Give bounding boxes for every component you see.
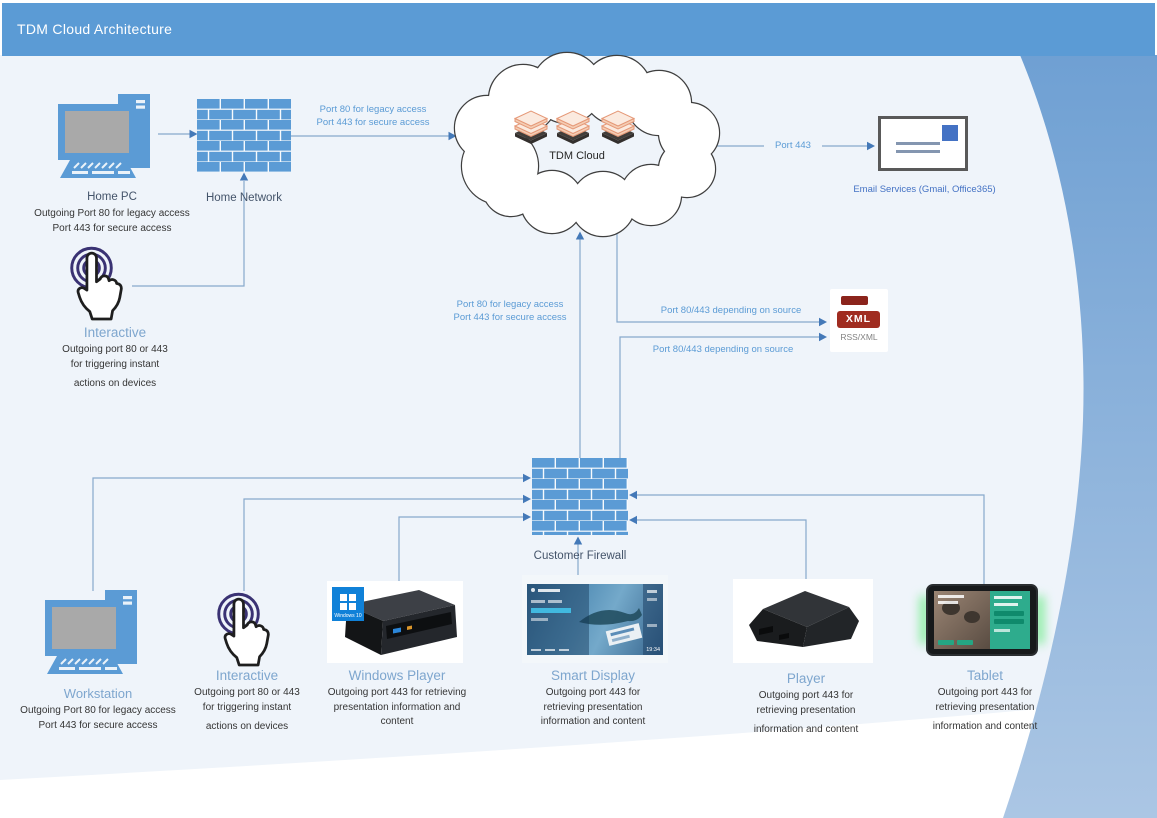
- windows-logo-icon: [340, 594, 347, 601]
- tablet-green-panel: [989, 591, 1030, 649]
- edge-interactive-to-homenetwork: [132, 181, 245, 287]
- cloud-icon: [453, 51, 721, 238]
- email-label: Email Services (Gmail, Office365): [853, 184, 996, 195]
- email-icon: [878, 116, 968, 171]
- tablet-screen: [934, 591, 1030, 649]
- interactive-top-label: Interactive: [83, 325, 147, 340]
- interactive-top-caption: Interactive Outgoing port 80 or 443 for …: [35, 324, 195, 392]
- edge-windowsplayer-to-firewall: [398, 516, 524, 584]
- tablet-caption: Tablet Outgoing port 443 for retrieving …: [910, 667, 1060, 735]
- smart-display-image: 19:34: [522, 575, 668, 663]
- player-caption: Player Outgoing port 443 for retrieving …: [731, 670, 881, 738]
- rss-label: RSS/XML: [840, 332, 878, 342]
- home-pc-caption: Home PC Outgoing Port 80 for legacy acce…: [22, 190, 202, 236]
- tablet-label: Tablet: [966, 668, 1004, 683]
- windows-player-image: Windows 10: [327, 581, 463, 663]
- xml-badge: XML: [837, 311, 880, 328]
- right-swoosh: [1003, 55, 1157, 818]
- home-network-label: Home Network: [205, 192, 283, 204]
- title-bar: TDM Cloud Architecture: [2, 3, 1155, 56]
- server-stack-icon: [556, 110, 590, 145]
- green-glow: [920, 596, 929, 644]
- whale-art: [579, 608, 642, 625]
- stamp-icon: [942, 125, 958, 141]
- rss-top-bar: [841, 296, 868, 305]
- player-label: Player: [786, 671, 826, 686]
- edge-cloud-to-rss: [616, 231, 820, 323]
- letter-line: [896, 150, 940, 153]
- screen-heading-bar: [531, 608, 571, 613]
- cloud-label: TDM Cloud: [549, 150, 605, 162]
- edge-workstation-to-firewall: [92, 477, 524, 591]
- green-glow: [1035, 596, 1044, 644]
- edge-interactive2-to-firewall: [243, 498, 524, 591]
- network-cloud-port-label: Port 80 for legacy access Port 443 for s…: [316, 104, 430, 128]
- workstation-caption: Workstation Outgoing Port 80 for legacy …: [8, 685, 188, 733]
- edge-tablet-to-firewall: [636, 494, 985, 584]
- home-network-firewall-icon: [197, 99, 291, 172]
- cloud-email-port-label: Port 443: [764, 139, 822, 152]
- bottom-curve: [0, 698, 1157, 818]
- screen-clock: 19:34: [646, 647, 660, 653]
- tablet-photo-area: [934, 591, 990, 649]
- customer-firewall-icon: [532, 458, 628, 535]
- cloud-rss-port-label: Port 80/443 depending on source: [660, 305, 802, 316]
- rss-xml-icon: XML RSS/XML: [830, 289, 888, 352]
- edge-lines: [92, 133, 985, 591]
- screen-left-panel: [527, 584, 589, 655]
- letter-line: [896, 142, 940, 145]
- screen-right-panel: [643, 584, 663, 655]
- interactive-bottom-label: Interactive: [215, 668, 279, 683]
- windows-10-badge: Windows 10: [332, 587, 364, 621]
- home-network-caption: Home Network: [196, 191, 292, 208]
- workstation-label: Workstation: [63, 686, 133, 701]
- interactive-bottom-caption: Interactive Outgoing port 80 or 443 for …: [168, 667, 326, 735]
- edge-player-to-firewall: [636, 519, 807, 581]
- windows-player-label: Windows Player: [348, 668, 446, 683]
- edge-firewall-to-rss: [619, 336, 820, 458]
- smart-display-caption: Smart Display Outgoing port 443 for retr…: [514, 667, 672, 730]
- customer-firewall-label: Customer Firewall: [533, 550, 627, 562]
- customer-firewall-caption: Customer Firewall: [518, 549, 642, 566]
- smart-display-screen: 19:34: [527, 584, 663, 655]
- home-pc-label: Home PC: [87, 191, 137, 203]
- windows-player-caption: Windows Player Outgoing port 443 for ret…: [318, 667, 476, 730]
- firewall-cloud-port-label: Port 80 for legacy access Port 443 for s…: [453, 299, 567, 323]
- touch-hand-icon-top: [70, 246, 123, 321]
- tablet-image: [920, 582, 1044, 660]
- tablet-body: [926, 584, 1038, 656]
- smart-display-label: Smart Display: [550, 668, 636, 683]
- firewall-rss-port-label: Port 80/443 depending on source: [652, 344, 794, 355]
- settop-box-art: [749, 591, 859, 647]
- workstation-icon: [44, 589, 138, 675]
- player-image: [733, 579, 873, 663]
- server-stack-icon: [601, 110, 635, 145]
- touch-hand-icon-bottom: [217, 592, 270, 667]
- edge-arrowheads: [189, 129, 875, 545]
- home-pc-icon: [57, 93, 151, 179]
- page-title: TDM Cloud Architecture: [17, 21, 173, 37]
- server-stack-icons: [514, 110, 635, 145]
